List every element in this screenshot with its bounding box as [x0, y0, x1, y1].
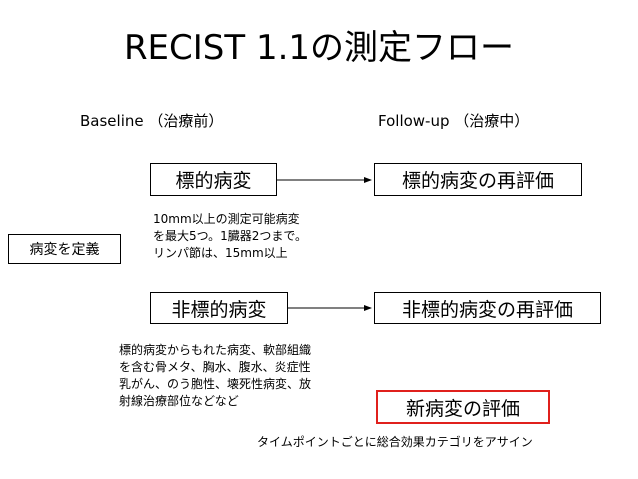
- target-criteria-line: 10mm以上の測定可能病変: [153, 212, 300, 226]
- non-target-criteria-line: 射線治療部位などなど: [119, 394, 239, 408]
- non-target-criteria-line: 乳がん、のう胞性、壊死性病変、放: [119, 377, 312, 391]
- target-reeval-label: 標的病変の再評価: [401, 170, 554, 192]
- target-criteria-line: リンパ節は、15mm以上: [153, 246, 288, 260]
- target-criteria-line: を最大5つ。1臓器2つまで。: [153, 229, 307, 243]
- target-criteria-note: 10mm以上の測定可能病変 を最大5つ。1臓器2つまで。 リンパ節は、15mm以…: [153, 211, 373, 262]
- page-title: RECIST 1.1の測定フロー: [123, 28, 515, 68]
- non-target-lesion-box: 非標的病変: [150, 292, 288, 324]
- non-target-criteria-line: 標的病変からもれた病変、軟部組織: [119, 343, 312, 357]
- new-lesion-eval-label: 新病変の評価: [405, 397, 520, 420]
- non-target-criteria-line: を含む骨メタ、胸水、腹水、炎症性: [119, 360, 311, 374]
- target-reeval-box: 標的病変の再評価: [374, 163, 582, 196]
- baseline-header: Baseline （治療前）: [80, 112, 224, 130]
- new-lesion-eval-box: 新病変の評価: [376, 390, 550, 424]
- target-lesion-box: 標的病変: [150, 163, 277, 196]
- non-target-lesion-label: 非標的病変: [171, 298, 267, 321]
- footer-note: タイムポイントごとに総合効果カテゴリをアサイン: [257, 435, 533, 449]
- non-target-criteria-note: 標的病変からもれた病変、軟部組織 を含む骨メタ、胸水、腹水、炎症性 乳がん、のう…: [119, 342, 369, 410]
- target-lesion-label: 標的病変: [175, 170, 252, 192]
- non-target-reeval-box: 非標的病変の再評価: [374, 292, 601, 324]
- followup-header: Follow-up （治療中）: [378, 112, 530, 130]
- define-lesions-label: 病変を定義: [29, 242, 100, 258]
- non-target-reeval-label: 非標的病変の再評価: [401, 298, 573, 321]
- define-lesions-box: 病変を定義: [8, 234, 121, 264]
